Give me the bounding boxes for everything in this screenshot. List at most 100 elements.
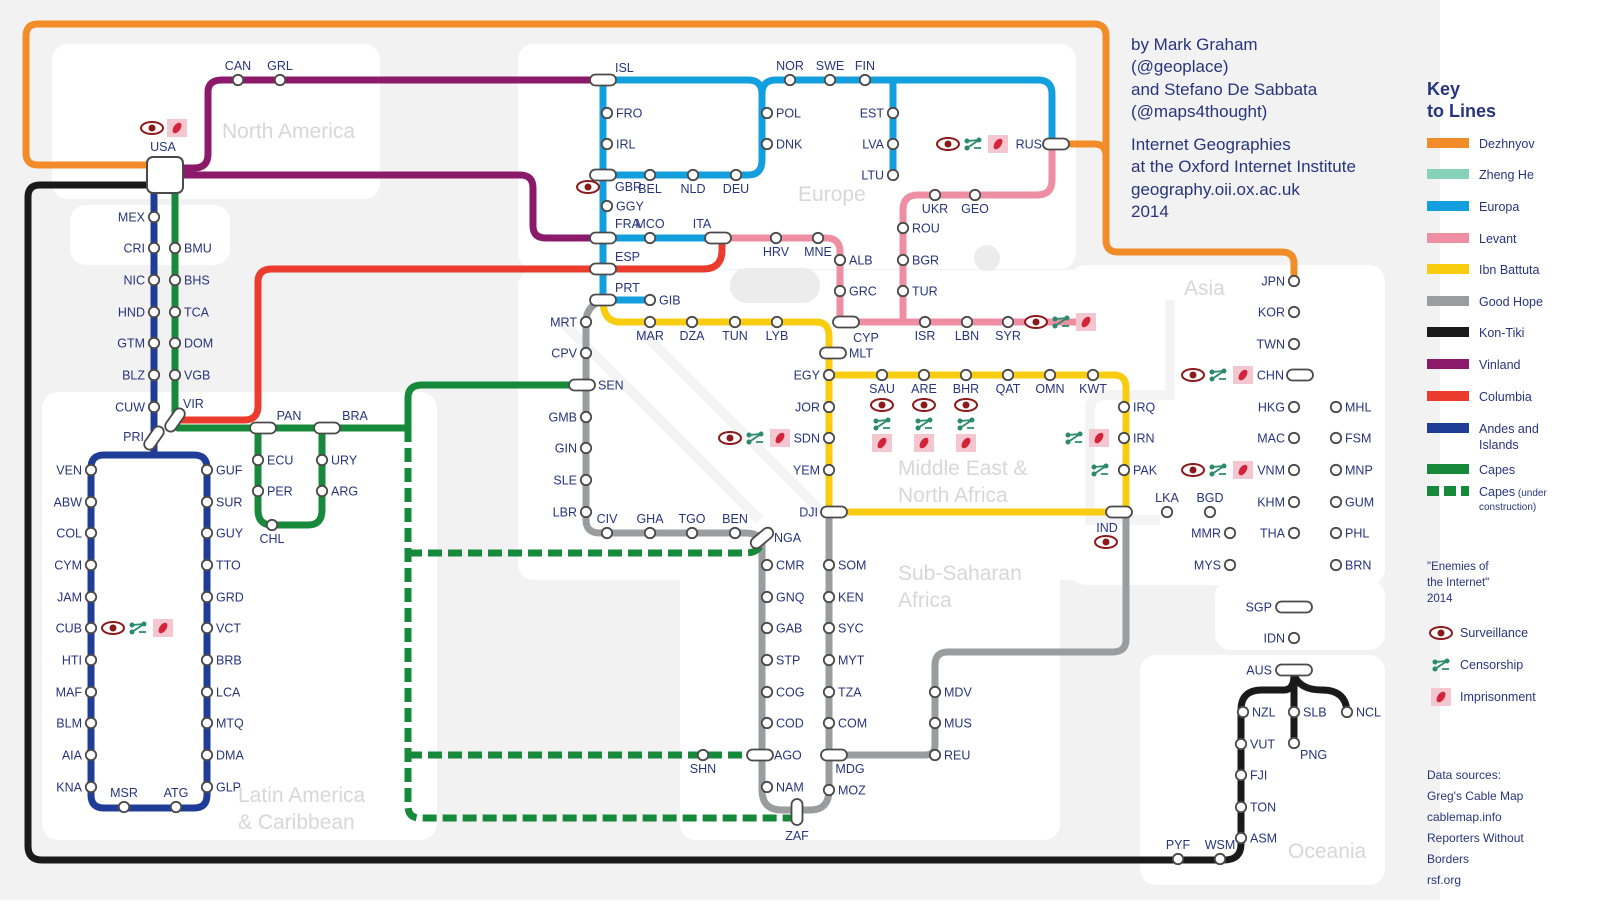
interchange-usa: [146, 156, 184, 194]
station-aia: [84, 748, 98, 762]
station-irl: [600, 137, 614, 151]
station-label-fji: FJI: [1250, 769, 1267, 783]
station-yem: [822, 463, 836, 477]
ghost-route: [556, 300, 1175, 525]
station-label-hkg: HKG: [1258, 401, 1285, 415]
interchange-bra: [313, 421, 341, 435]
station-label-fin: FIN: [855, 59, 875, 73]
station-label-jor: JOR: [795, 401, 820, 415]
station-label-com: COM: [838, 717, 867, 731]
interchange-esp: [589, 262, 617, 276]
station-lyb: [770, 315, 784, 329]
imprisonment-icon: [1233, 366, 1253, 384]
station-label-cod: COD: [776, 717, 804, 731]
station-hnd: [147, 305, 161, 319]
station-label-mar: MAR: [636, 329, 664, 343]
station-twn: [1287, 337, 1301, 351]
key-swatch: [1427, 169, 1469, 179]
station-isr: [918, 315, 932, 329]
station-label-slb: SLB: [1303, 706, 1327, 720]
key-label: Andes and: [1479, 422, 1539, 436]
key-legend-label: Surveillance: [1460, 626, 1528, 640]
station-vut: [1234, 737, 1248, 751]
station-label-kwt: KWT: [1079, 382, 1107, 396]
key-label: Vinland: [1479, 358, 1521, 372]
station-label-civ: CIV: [597, 512, 619, 526]
credit-line: Internet Geographies: [1131, 135, 1291, 154]
station-label-bel: BEL: [638, 182, 662, 196]
station-label-grl: GRL: [267, 59, 293, 73]
station-label-lva: LVA: [862, 138, 884, 152]
surveillance-icon: [101, 621, 125, 635]
station-label-mdv: MDV: [944, 686, 972, 700]
station-tun: [728, 315, 742, 329]
station-hrv: [769, 231, 783, 245]
station-label-mdg: MDG: [835, 762, 864, 776]
surveillance-icon: [1094, 535, 1118, 549]
station-label-mco: MCO: [635, 217, 664, 231]
line-vinland: [174, 76, 607, 172]
imprisonment-icon: [1076, 313, 1096, 331]
station-label-mtq: MTQ: [216, 717, 244, 731]
station-slb: [1287, 705, 1301, 719]
station-reu: [928, 748, 942, 762]
station-label-alb: ALB: [849, 254, 873, 268]
station-label-wsm: WSM: [1205, 838, 1236, 852]
station-label-irq: IRQ: [1133, 401, 1156, 415]
station-bhs: [168, 273, 182, 287]
station-dma: [200, 748, 214, 762]
station-tgo: [685, 526, 699, 540]
interchange-cyp: [832, 315, 860, 329]
station-can: [231, 73, 245, 87]
station-label-yem: YEM: [793, 464, 820, 478]
station-cmr: [760, 558, 774, 572]
key-enemies-title: "Enemies of: [1427, 561, 1489, 573]
interchange-nga: [749, 526, 775, 550]
station-label-moz: MOZ: [838, 784, 866, 798]
key-swatch: [1427, 296, 1469, 306]
station-label-bra: BRA: [342, 409, 368, 423]
region-backdrop: [1215, 580, 1385, 650]
station-label-guf: GUF: [216, 464, 243, 478]
station-label-cyp: CYP: [853, 331, 879, 345]
imprisonment-icon: [956, 434, 976, 452]
interchange-chn: [1286, 368, 1314, 382]
station-label-pol: POL: [776, 107, 801, 121]
station-chl: [265, 518, 279, 532]
key-source-line: Reporters Without: [1427, 831, 1524, 845]
station-label-brb: BRB: [216, 654, 242, 668]
station-lca: [200, 685, 214, 699]
station-pak: [1117, 463, 1131, 477]
station-label-mhl: MHL: [1345, 401, 1371, 415]
station-mus: [928, 716, 942, 730]
station-label-ton: TON: [1250, 801, 1276, 815]
station-fji: [1234, 768, 1248, 782]
station-label-blm: BLM: [56, 717, 82, 731]
station-hti: [84, 653, 98, 667]
interchange-ita: [704, 231, 732, 245]
region-label-latin-america: Latin America: [238, 784, 366, 807]
station-nam: [760, 780, 774, 794]
station-lva: [886, 137, 900, 151]
station-label-lka: LKA: [1155, 491, 1179, 505]
station-cym: [84, 558, 98, 572]
interchange-ago: [746, 748, 774, 762]
station-mdv: [928, 685, 942, 699]
station-pol: [760, 106, 774, 120]
station-grc: [833, 284, 847, 298]
region-label-middle-east: Middle East &: [898, 457, 1028, 480]
station-label-gtm: GTM: [117, 337, 145, 351]
station-omn: [1043, 368, 1057, 382]
region-label-sub-saharan: Sub-Saharan: [898, 562, 1022, 585]
region-label-sub-saharan: Africa: [898, 589, 952, 612]
station-label-pan: PAN: [277, 409, 302, 423]
station-label-nic: NIC: [123, 274, 145, 288]
station-nor: [783, 73, 797, 87]
station-label-nzl: NZL: [1252, 706, 1276, 720]
credit-line: at the Oxford Internet Institute: [1131, 157, 1356, 176]
station-mhl: [1329, 400, 1343, 414]
station-gab: [760, 621, 774, 635]
imprisonment-icon: [1233, 461, 1253, 479]
interchange-aus: [1275, 663, 1313, 677]
station-label-sau: SAU: [869, 382, 895, 396]
